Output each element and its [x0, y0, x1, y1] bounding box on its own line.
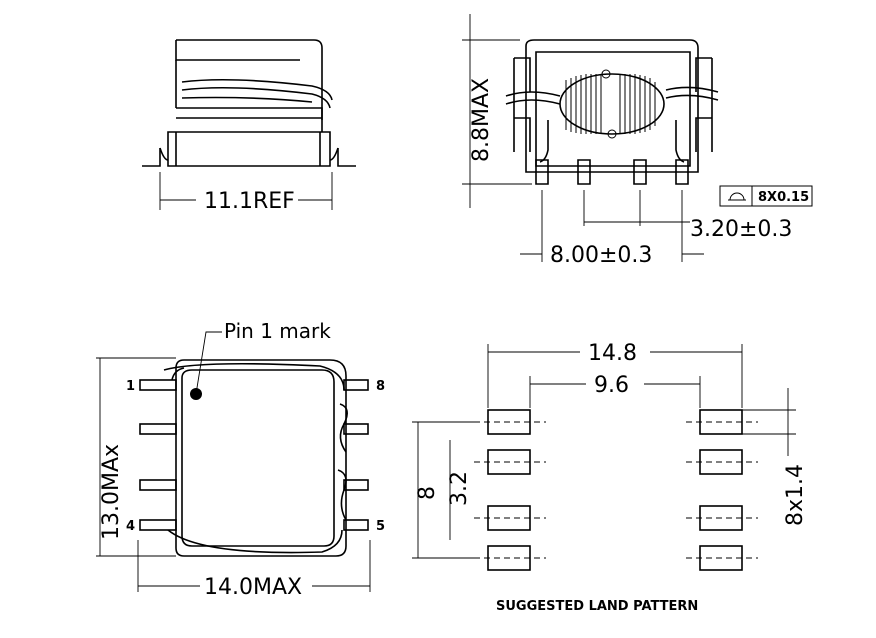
right-pins	[343, 379, 369, 531]
top-height-dimension: 13.0MAx	[99, 444, 124, 540]
front-height-dimension: 8.8MAX	[469, 78, 494, 162]
land-height-dimension: 8	[415, 486, 440, 500]
pad-centerlines	[474, 421, 758, 559]
pin-label-5: 5	[376, 519, 385, 534]
front-view: 8.8MAX 8X0.15 3.20±0.3 8.00±0.3	[462, 14, 813, 268]
land-outer-dimension: 14.8	[588, 341, 637, 366]
top-view: 1 4 5 8 Pin 1 mark 13.0MAx 14.0MAX	[96, 319, 385, 600]
side-width-dimension: 11.1REF	[204, 189, 295, 214]
land-pads	[487, 409, 743, 571]
coil-winding	[565, 74, 656, 134]
top-width-dimension: 14.0MAX	[204, 575, 302, 600]
land-pattern-caption: SUGGESTED LAND PATTERN	[496, 599, 698, 614]
pin-label-4: 4	[126, 519, 135, 534]
land-pitch-dimension: 3.2	[447, 471, 472, 506]
coplanarity-value: 8X0.15	[758, 190, 809, 205]
front-pitch-dimension: 3.20±0.3	[690, 217, 792, 242]
land-pad-dimension: 8x1.4	[783, 464, 808, 526]
pin-label-8: 8	[376, 379, 385, 394]
land-inner-dimension: 9.6	[594, 373, 629, 398]
front-span-dimension: 8.00±0.3	[550, 243, 652, 268]
pin1-mark-label: Pin 1 mark	[224, 319, 331, 343]
pin-label-1: 1	[126, 379, 135, 394]
side-view: 11.1REF	[142, 39, 356, 214]
land-pattern-view: 14.8 9.6 8 3.2 8x1.4 SUGGESTED LAND PATT…	[412, 341, 808, 614]
left-pins	[139, 379, 177, 531]
